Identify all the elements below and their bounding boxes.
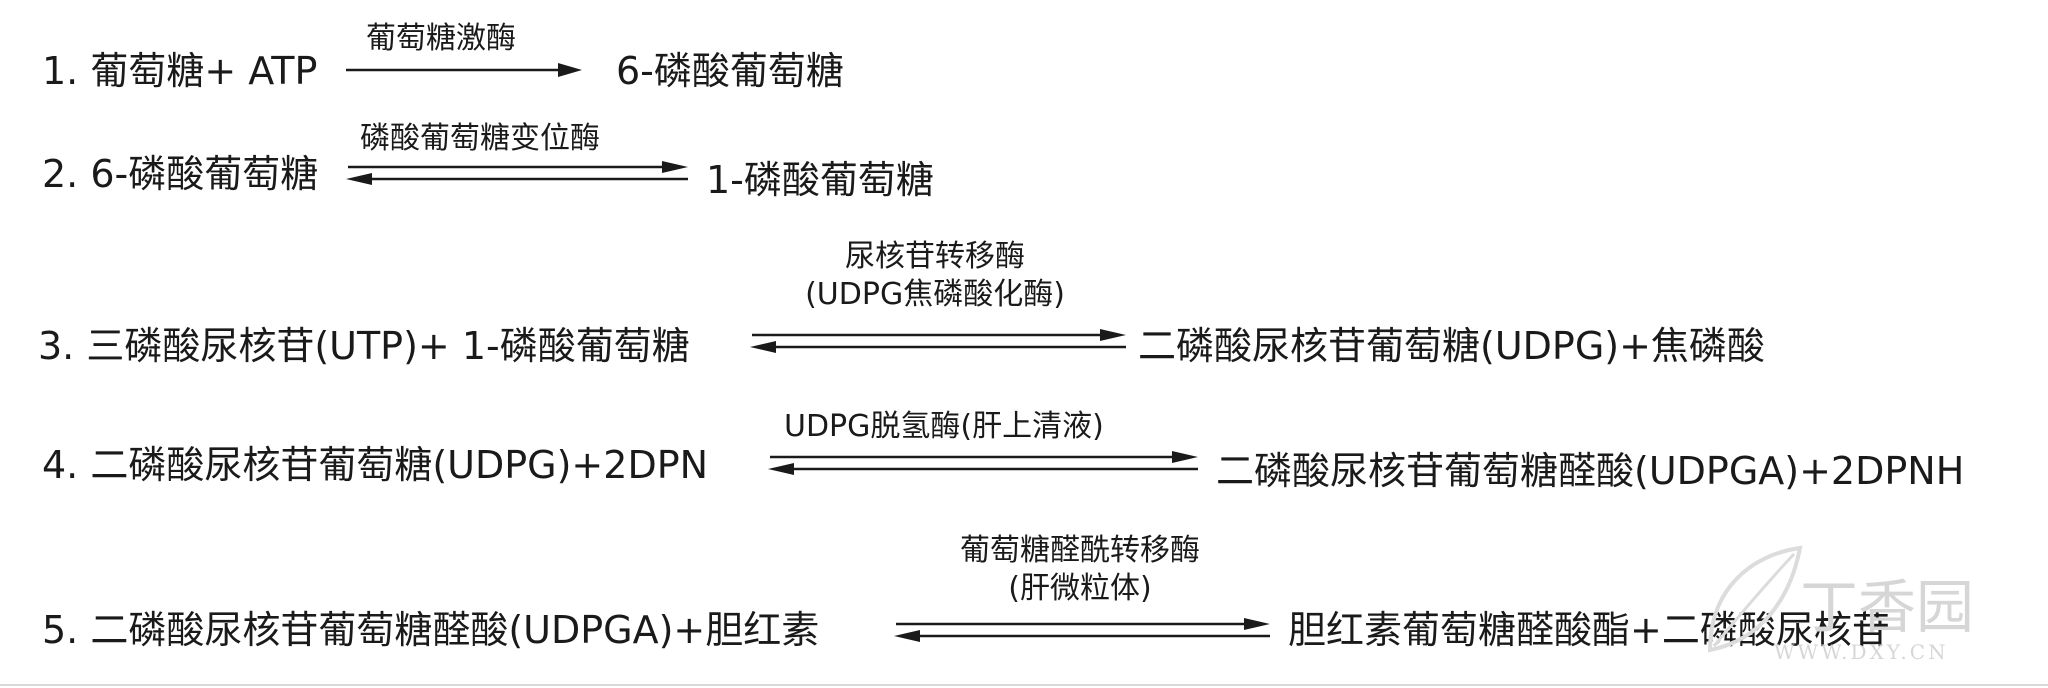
reaction-5-enzyme-line-1: 葡萄糖醛酰转移酶 [960,533,1200,568]
watermark-logo-text: 丁香园 [1800,573,1975,641]
watermark: 丁香园 WWW.DXY.CN [1690,540,2030,680]
forward-arrow-icon [346,63,582,77]
reaction-2-reactants: 2. 6-磷酸葡萄糖 [42,152,319,196]
reaction-1-reactants: 1. 葡萄糖+ ATP [42,49,318,93]
bottom-divider [0,684,2048,686]
reaction-3-enzyme-line-1: 尿核苷转移酶 [845,239,1025,274]
reaction-5-reactants: 5. 二磷酸尿核苷葡萄糖醛酸(UDPGA)+胆红素 [42,608,820,652]
reaction-5-product: 胆红素葡萄糖醛酸酯+二磷酸尿核苷 [1288,608,1890,652]
reaction-5-enzyme: 葡萄糖醛酰转移酶 (肝微粒体) [900,532,1260,607]
reversible-arrow-icon [346,161,688,185]
reaction-5-enzyme-line-2: (肝微粒体) [1008,570,1152,606]
reaction-4-enzyme: UDPG脱氢酶(肝上清液) [784,409,1104,444]
reaction-3-product: 二磷酸尿核苷葡萄糖(UDPG)+焦磷酸 [1138,324,1765,368]
reaction-2-product: 1-磷酸葡萄糖 [706,158,934,202]
reaction-3-reactants: 3. 三磷酸尿核苷(UTP)+ 1-磷酸葡萄糖 [38,324,690,368]
reaction-1-product: 6-磷酸葡萄糖 [616,49,844,93]
reaction-3-enzyme-line-2: (UDPG焦磷酸化酶) [805,276,1065,312]
reaction-4-product: 二磷酸尿核苷葡萄糖醛酸(UDPGA)+2DPNH [1216,449,1965,493]
reversible-arrow-icon [894,618,1270,642]
reaction-2-enzyme: 磷酸葡萄糖变位酶 [360,121,600,156]
reversible-arrow-icon [768,451,1198,475]
watermark-url-text: WWW.DXY.CN [1774,640,1949,664]
reversible-arrow-icon [750,329,1126,353]
leaf-logo-icon [1707,545,1803,653]
reaction-4-reactants: 4. 二磷酸尿核苷葡萄糖(UDPG)+2DPN [42,443,709,487]
reaction-1-enzyme: 葡萄糖激酶 [366,21,516,56]
reaction-3-enzyme: 尿核苷转移酶 (UDPG焦磷酸化酶) [770,238,1100,313]
